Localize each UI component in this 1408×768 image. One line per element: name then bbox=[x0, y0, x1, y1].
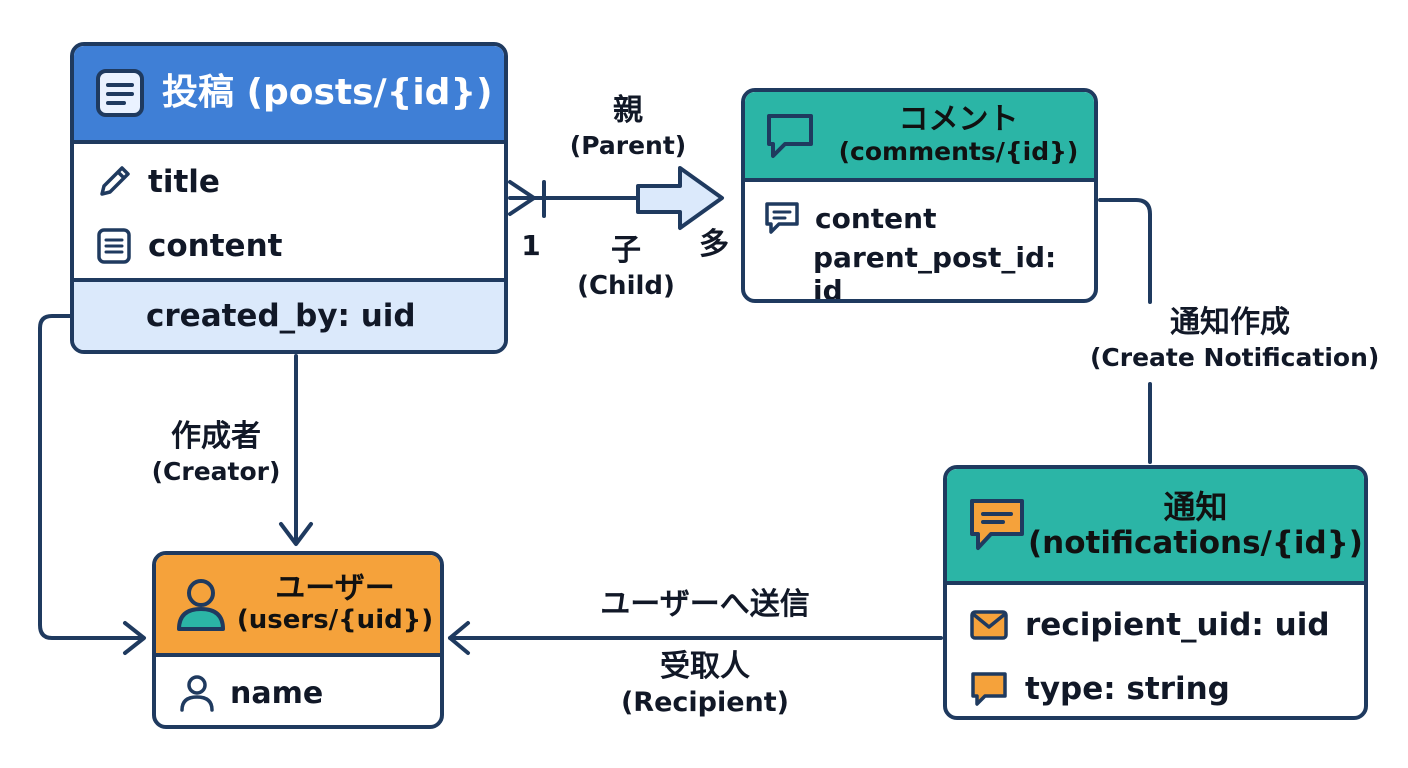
create-notification-line-top bbox=[1098, 198, 1152, 304]
users-header: ユーザー (users/{uid}) bbox=[156, 555, 440, 657]
comments-entity: コメント (comments/{id}) content parent_post… bbox=[741, 88, 1098, 303]
notifications-header: 通知 (notifications/{id}) bbox=[947, 469, 1364, 585]
chat-icon bbox=[969, 670, 1009, 708]
recipient-label-en: (Recipient) bbox=[620, 686, 790, 718]
comments-field-parent-post-id: parent_post_id: id bbox=[745, 241, 1094, 299]
recipient-arrowhead bbox=[448, 621, 470, 655]
comments-header: コメント (comments/{id}) bbox=[745, 92, 1094, 182]
comments-title: コメント bbox=[898, 102, 1019, 138]
field-label: type: string bbox=[1025, 671, 1230, 707]
field-label: recipient_uid: uid bbox=[1025, 607, 1330, 643]
users-subtitle: (users/{uid}) bbox=[236, 605, 434, 636]
parent-label-en: (Parent) bbox=[569, 130, 687, 160]
users-entity: ユーザー (users/{uid}) name bbox=[152, 551, 444, 729]
notifications-title: 通知 bbox=[1163, 487, 1228, 526]
created-by-arrowhead bbox=[123, 621, 146, 655]
notifications-field-type: type: string bbox=[947, 657, 1364, 716]
message-bubble-icon bbox=[967, 496, 1027, 554]
parent-label-jp: 親 bbox=[613, 93, 643, 128]
document-icon bbox=[94, 67, 146, 119]
posts-title: 投稿 (posts/{id}) bbox=[162, 72, 493, 114]
many-cardinality: 多 bbox=[699, 227, 729, 262]
posts-header: 投稿 (posts/{id}) bbox=[74, 46, 504, 144]
child-label-jp: 子 bbox=[611, 233, 641, 268]
create-notification-label-jp: 通知作成 bbox=[1170, 305, 1290, 340]
parent-child-big-arrow bbox=[636, 166, 724, 230]
notifications-entity: 通知 (notifications/{id}) recipient_uid: u… bbox=[943, 465, 1368, 720]
creator-label-jp: 作成者 bbox=[171, 419, 261, 454]
field-label: created_by: uid bbox=[146, 298, 416, 334]
comments-field-content: content bbox=[745, 190, 1094, 246]
field-label: title bbox=[148, 164, 220, 200]
notifications-subtitle: (notifications/{id}) bbox=[1028, 524, 1363, 561]
parent-label: 親 (Parent) bbox=[558, 92, 698, 161]
creator-label: 作成者 (Creator) bbox=[150, 418, 282, 487]
field-label: name bbox=[230, 675, 324, 711]
pencil-icon bbox=[94, 162, 134, 202]
recipient-label: 受取人 (Recipient) bbox=[600, 648, 810, 719]
speech-bubble-icon bbox=[763, 110, 817, 160]
users-field-name: name bbox=[156, 657, 440, 725]
creator-label-en: (Creator) bbox=[151, 456, 281, 486]
creator-arrowhead bbox=[279, 522, 313, 546]
field-label: content bbox=[815, 201, 937, 235]
user-icon bbox=[172, 575, 230, 633]
posts-field-content: content bbox=[74, 214, 504, 278]
users-title: ユーザー bbox=[275, 570, 395, 606]
recipient-label-jp: 受取人 bbox=[660, 649, 750, 684]
one-cardinality: 1 bbox=[521, 229, 541, 262]
envelope-icon bbox=[969, 609, 1009, 641]
send-to-user-label: ユーザーへ送信 bbox=[600, 587, 810, 622]
chat-icon bbox=[763, 200, 801, 236]
create-notification-label: 通知作成 (Create Notification) bbox=[1090, 304, 1380, 373]
child-label: 子 (Child) bbox=[564, 232, 688, 302]
created-by-line bbox=[38, 314, 144, 640]
document-icon bbox=[94, 226, 134, 266]
child-label-en: (Child) bbox=[577, 270, 675, 301]
field-label: content bbox=[148, 228, 283, 264]
posts-entity: 投稿 (posts/{id}) title content created_by… bbox=[70, 42, 508, 354]
crows-foot-marker bbox=[508, 180, 536, 216]
user-outline-icon bbox=[178, 673, 216, 713]
comments-subtitle: (comments/{id}) bbox=[838, 136, 1079, 166]
notifications-field-recipient: recipient_uid: uid bbox=[947, 593, 1364, 657]
field-label: parent_post_id: id bbox=[813, 241, 1057, 303]
create-notification-label-en: (Create Notification) bbox=[1090, 342, 1380, 372]
posts-field-title: title bbox=[74, 150, 504, 214]
posts-foreign-key: created_by: uid bbox=[74, 278, 504, 350]
